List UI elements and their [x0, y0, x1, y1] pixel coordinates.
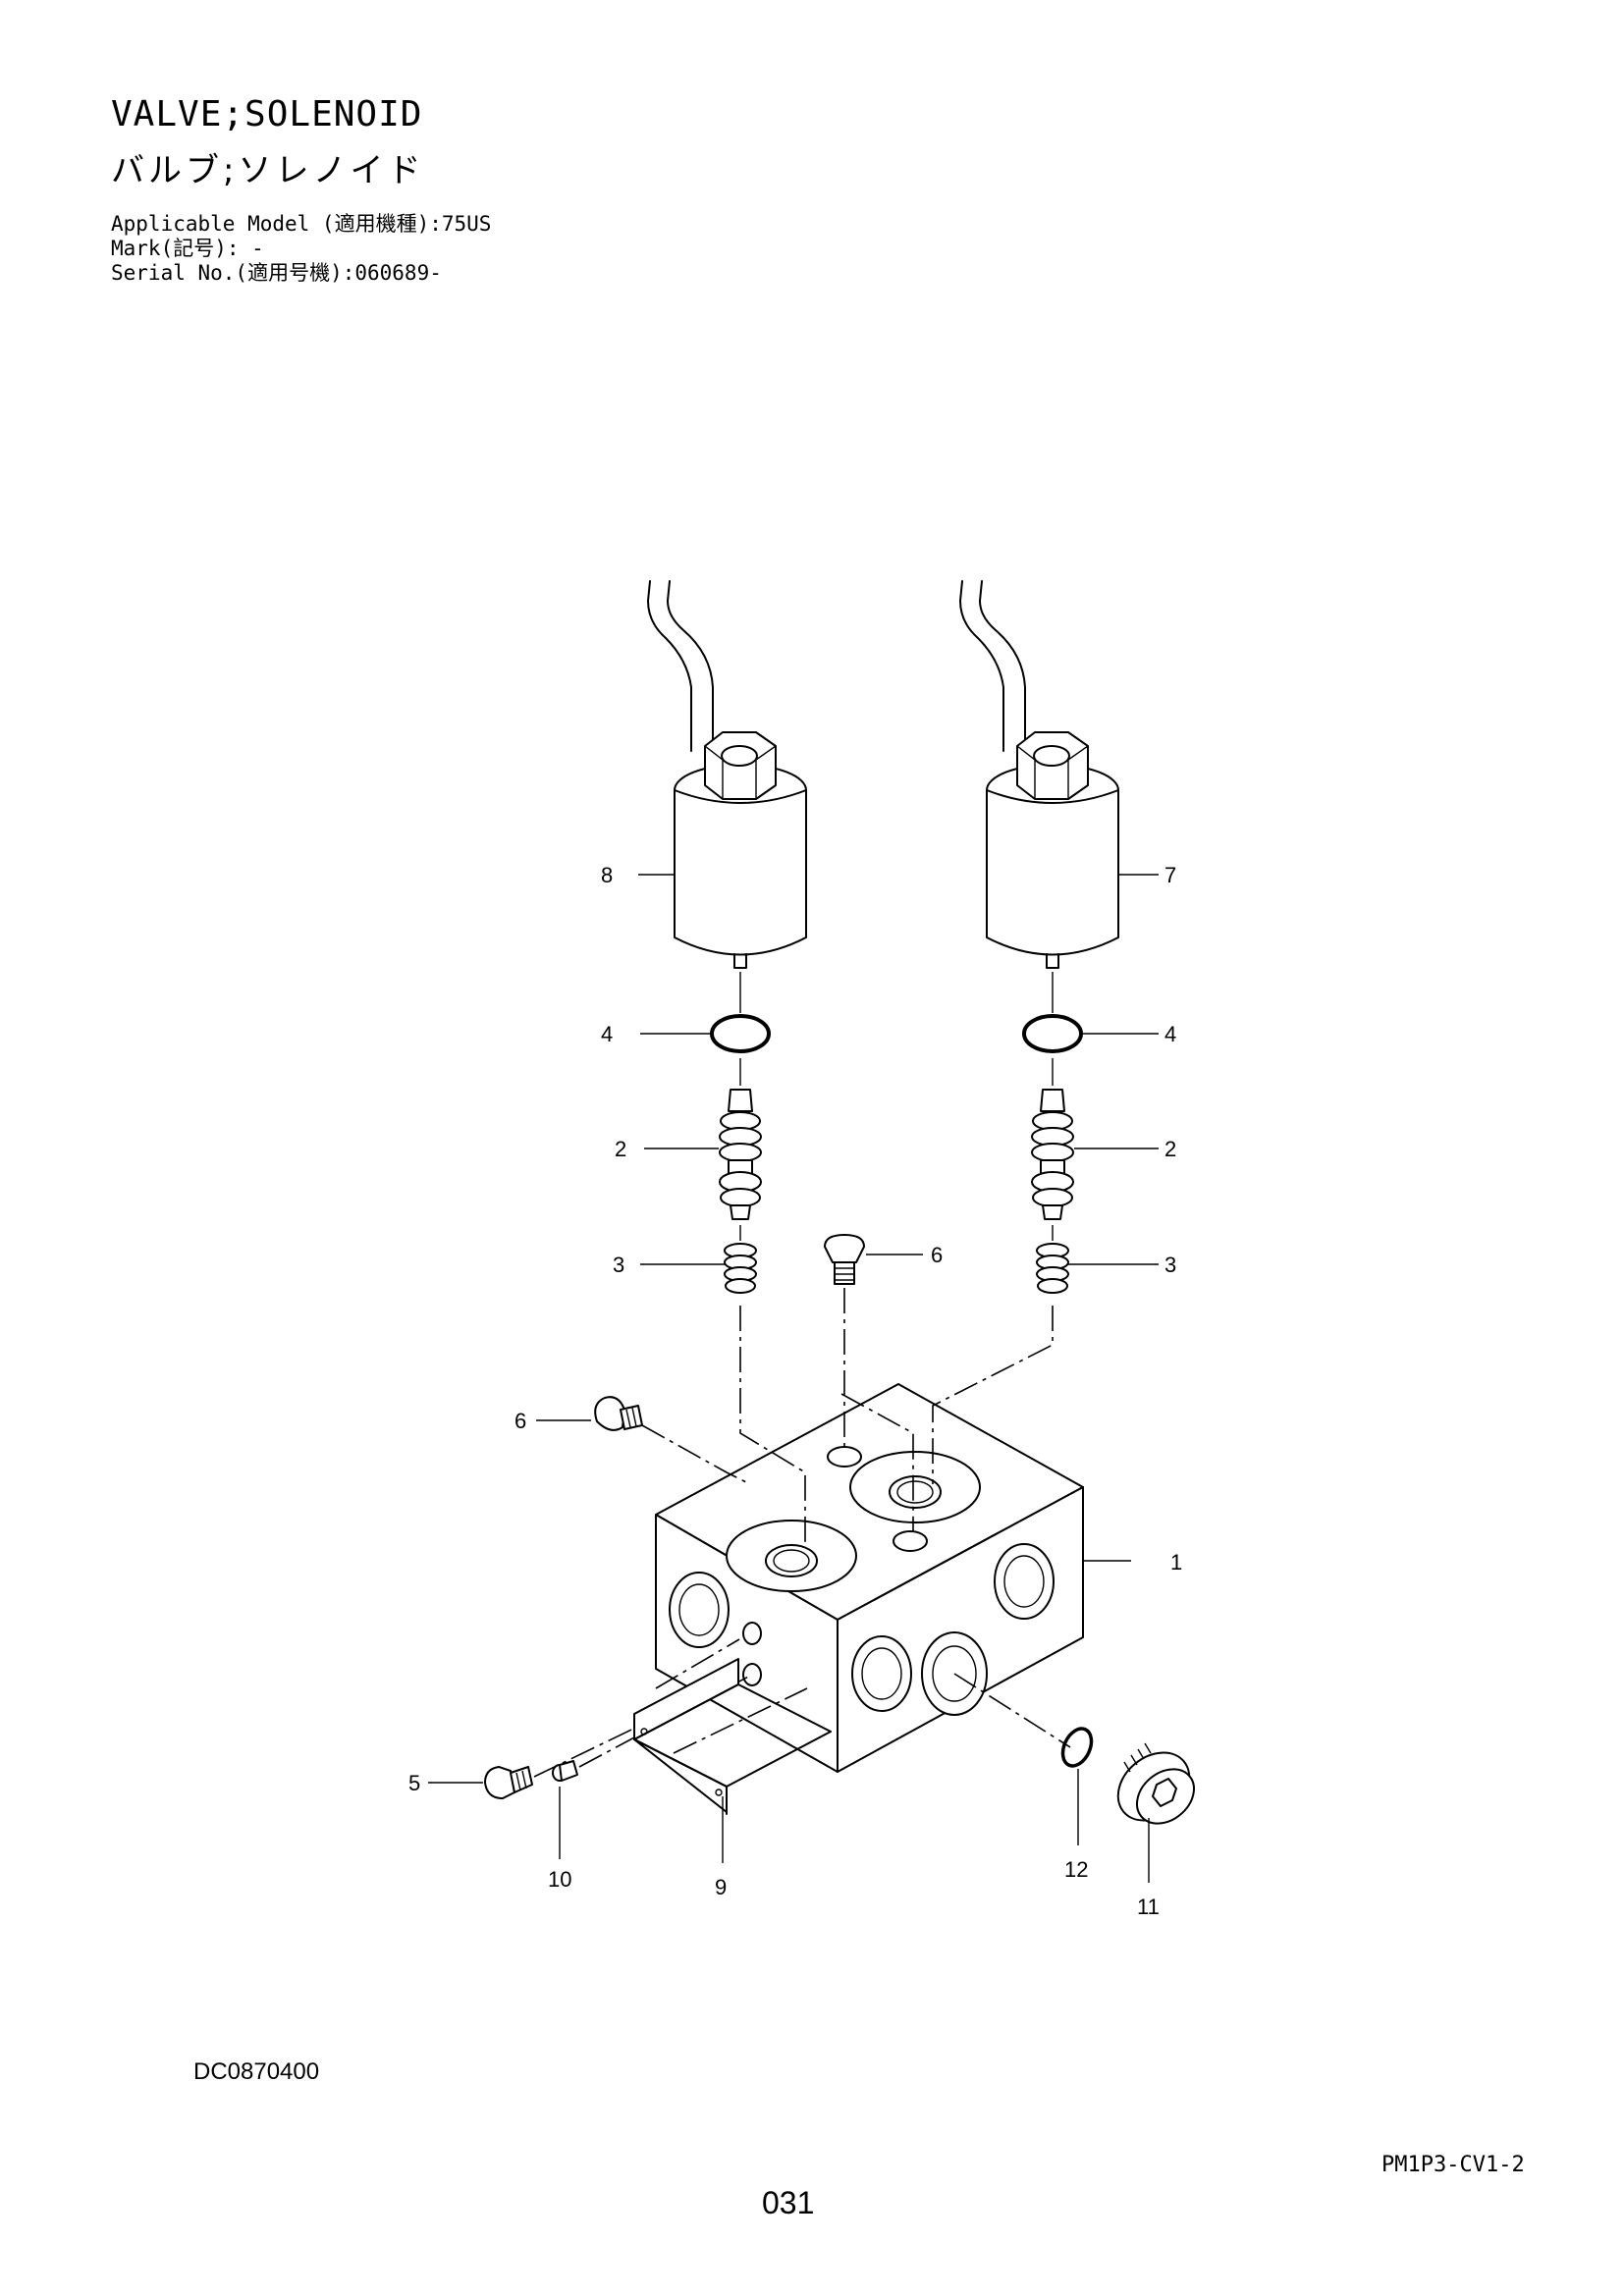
part-9-plate: [633, 1658, 832, 1863]
callout-6-left: 6: [514, 1409, 526, 1433]
callout-12: 12: [1064, 1857, 1088, 1882]
part-2-spool-right: [1031, 1058, 1159, 1220]
part-2-spool-left: [644, 1058, 762, 1220]
callout-10: 10: [548, 1867, 571, 1892]
part-12-o-ring: [1060, 1727, 1094, 1845]
part-3-spring-right: [1036, 1225, 1159, 1294]
callout-7: 7: [1164, 863, 1176, 887]
callout-2-left: 2: [615, 1137, 626, 1161]
reference-code: PM1P3-CV1-2: [1381, 2153, 1525, 2177]
callout-2-right: 2: [1164, 1137, 1176, 1161]
part-8-solenoid-coil: [647, 580, 807, 969]
part-11-plug: [1116, 1742, 1195, 1883]
drawing-code: DC0870400: [193, 2058, 320, 2085]
callout-6-top: 6: [931, 1243, 943, 1267]
title-japanese: バルブ;ソレノイド: [111, 151, 425, 190]
callout-11: 11: [1137, 1895, 1160, 1919]
callout-3-right: 3: [1164, 1253, 1176, 1277]
part-6-plug-top: [824, 1234, 923, 1285]
part-4-o-ring-right: [1022, 972, 1159, 1053]
part-6-plug-left: [536, 1396, 643, 1431]
part-4-o-ring-left: [640, 972, 771, 1053]
mark: Mark(記号): -: [111, 237, 264, 260]
callout-1: 1: [1170, 1550, 1182, 1575]
callout-4-left: 4: [601, 1022, 613, 1046]
serial-number: Serial No.(適用号機):060689-: [111, 261, 442, 285]
title-english: VALVE;SOLENOID: [111, 94, 423, 134]
callout-5: 5: [408, 1771, 420, 1795]
applicable-model: Applicable Model (適用機種):75US: [111, 212, 492, 236]
callout-3-left: 3: [613, 1253, 624, 1277]
part-5-plug: [428, 1766, 533, 1799]
callout-8: 8: [601, 863, 613, 887]
part-3-spring-left: [640, 1225, 757, 1294]
page-number: 031: [762, 2185, 815, 2220]
part-7-solenoid-coil: [959, 580, 1119, 969]
part-1-valve-body: [655, 1383, 1131, 1773]
callout-4-right: 4: [1164, 1022, 1176, 1046]
part-10-pin: [552, 1760, 578, 1859]
callout-9: 9: [715, 1875, 727, 1899]
